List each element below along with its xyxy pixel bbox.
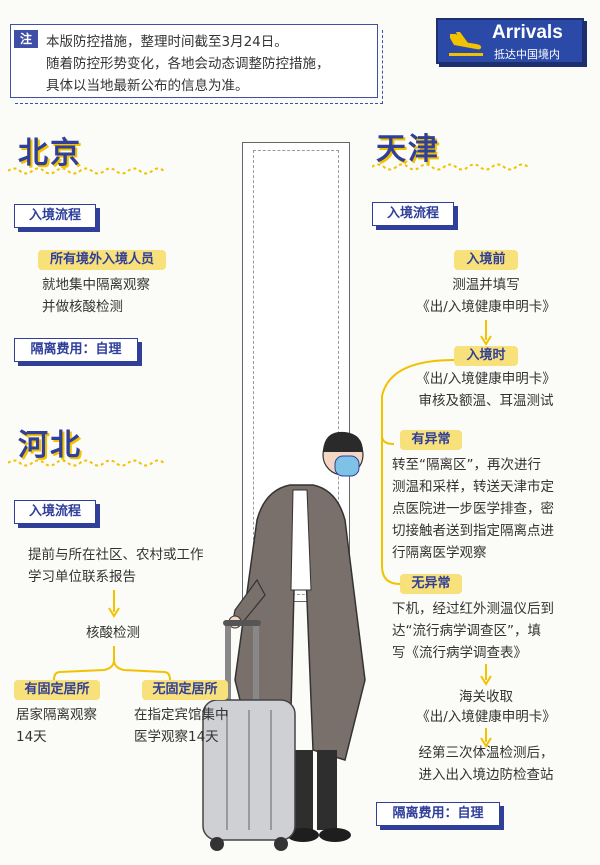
hebei-underline — [8, 459, 164, 467]
tianjin-normal-pill: 无异常 — [400, 574, 462, 594]
tianjin-arrow-3 — [480, 728, 492, 748]
tianjin-normal-line-1: 下机，经过红外测温仪后到 — [392, 601, 554, 617]
hebei-branch-lines — [53, 646, 171, 681]
note-line-2: 随着防控形势变化，各地会动态调整防控措施， — [46, 56, 330, 72]
beijing-group-pill: 所有境外入境人员 — [38, 250, 166, 270]
beijing-process-label: 入境流程 — [14, 204, 96, 228]
traveler-illustration — [202, 431, 366, 851]
tianjin-customs-line-1: 海关收取 — [459, 689, 513, 705]
arrivals-sign: Arrivals 抵达中国境内 — [436, 18, 584, 64]
hebei-line-2: 学习单位联系报告 — [28, 569, 136, 585]
tianjin-third-line-1: 经第三次体温检测后， — [418, 745, 554, 761]
tianjin-abnormal-pill: 有异常 — [400, 430, 462, 450]
tianjin-branch-lines — [381, 359, 455, 585]
hebei-test: 核酸检测 — [86, 625, 140, 641]
note-line-3: 具体以当地最新公布的信息为准。 — [46, 78, 249, 94]
tianjin-fee: 隔离费用：自理 — [376, 802, 500, 826]
note-tag: 注 — [14, 30, 38, 48]
note-box-shadow — [15, 30, 383, 104]
tianjin-before-pill: 入境前 — [454, 250, 518, 270]
tianjin-normal-line-2: 达“流行病学调查区”，填 — [392, 623, 541, 639]
tianjin-abnormal-line-5: 行隔离医学观察 — [392, 545, 487, 561]
hebei-nofixed-line-1: 在指定宾馆集中 — [134, 707, 229, 723]
tianjin-heading: 天津 — [376, 132, 440, 167]
tianjin-during-line-1: 《出/入境健康申明卡》 — [416, 371, 556, 387]
hebei-arrow-1 — [108, 590, 120, 618]
beijing-line-2: 并做核酸检测 — [42, 299, 123, 315]
tianjin-underline — [372, 163, 528, 171]
note-box — [10, 24, 378, 98]
pillar-inner — [253, 150, 339, 595]
tianjin-process-label: 入境流程 — [372, 202, 454, 226]
tianjin-arrow-2 — [480, 664, 492, 686]
tianjin-abnormal-line-2: 测温和采样，转送天津市定 — [392, 479, 554, 495]
hebei-line-1: 提前与所在社区、农村或工作 — [28, 547, 204, 563]
hebei-fixed-line-1: 居家隔离观察 — [16, 707, 97, 723]
hebei-process-label: 入境流程 — [14, 500, 96, 524]
tianjin-normal-line-3: 写《流行病学调查表》 — [392, 645, 527, 661]
beijing-line-1: 就地集中隔离观察 — [42, 277, 150, 293]
tianjin-third-line-2: 进入出入境边防检查站 — [418, 767, 554, 783]
tianjin-before-line-2: 《出/入境健康申明卡》 — [416, 299, 556, 315]
tianjin-during-line-2: 审核及额温、耳温测试 — [418, 393, 554, 409]
beijing-heading: 北京 — [18, 136, 82, 171]
tianjin-before-line-1: 测温并填写 — [452, 277, 520, 293]
arrivals-subtitle: 抵达中国境内 — [494, 48, 560, 61]
tianjin-customs-line-2: 《出/入境健康申明卡》 — [416, 709, 556, 725]
tianjin-abnormal-line-1: 转至“隔离区”，再次进行 — [392, 457, 541, 473]
hebei-fixed-pill: 有固定居所 — [14, 680, 100, 700]
hebei-fixed-line-2: 14天 — [16, 729, 47, 745]
hebei-nofixed-pill: 无固定居所 — [142, 680, 228, 700]
tianjin-abnormal-line-3: 点医院进一步医学排查，密 — [392, 501, 554, 517]
note-line-1: 本版防控措施，整理时间截至3月24日。 — [46, 34, 288, 50]
tianjin-during-pill: 入境时 — [454, 346, 518, 366]
arrivals-title: Arrivals — [492, 22, 563, 43]
tianjin-abnormal-line-4: 切接触者送到指定隔离点进 — [392, 523, 554, 539]
airplane-landing-icon — [449, 32, 483, 56]
tianjin-arrow-1 — [480, 320, 492, 346]
hebei-heading: 河北 — [18, 428, 82, 463]
hebei-nofixed-line-2: 医学观察14天 — [134, 729, 219, 745]
beijing-fee: 隔离费用：自理 — [14, 338, 138, 362]
beijing-underline — [8, 167, 164, 175]
